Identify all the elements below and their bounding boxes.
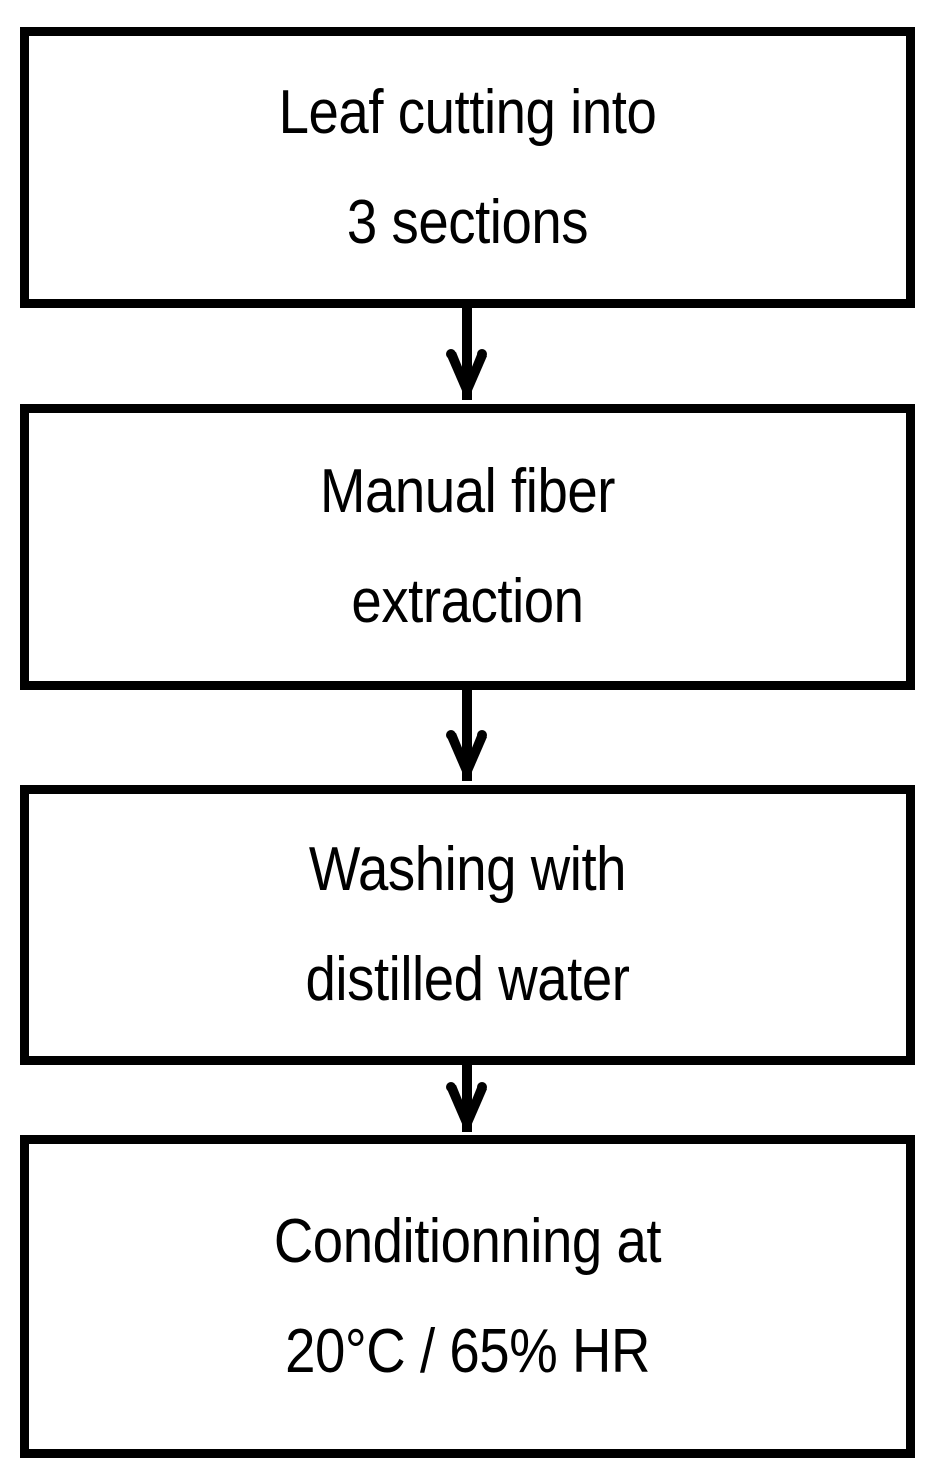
arrow-node2-to-node3	[0, 690, 934, 785]
process-box-leaf-cutting[interactable]: Leaf cutting into 3 sections	[20, 27, 915, 308]
arrow-node3-to-node4	[0, 1065, 934, 1135]
process-box-conditioning-line-1: Conditionning at	[273, 1206, 662, 1276]
process-box-washing-line-2: distilled water	[305, 945, 630, 1014]
process-box-conditioning-line-2: 20°C / 65% HR	[285, 1316, 650, 1386]
process-box-washing-line-1: Washing with	[308, 835, 627, 904]
process-box-washing[interactable]: Washing with distilled water	[20, 785, 915, 1065]
process-box-manual-fiber-extraction-line-2: extraction	[351, 567, 584, 636]
process-box-manual-fiber-extraction-line-1: Manual fiber	[320, 457, 615, 526]
process-box-conditioning[interactable]: Conditionning at 20°C / 65% HR	[20, 1135, 915, 1458]
arrow-node1-to-node2	[0, 308, 934, 404]
process-box-manual-fiber-extraction[interactable]: Manual fiber extraction	[20, 404, 915, 690]
process-box-leaf-cutting-line-1: Leaf cutting into	[278, 77, 657, 147]
process-box-leaf-cutting-line-2: 3 sections	[346, 187, 589, 257]
